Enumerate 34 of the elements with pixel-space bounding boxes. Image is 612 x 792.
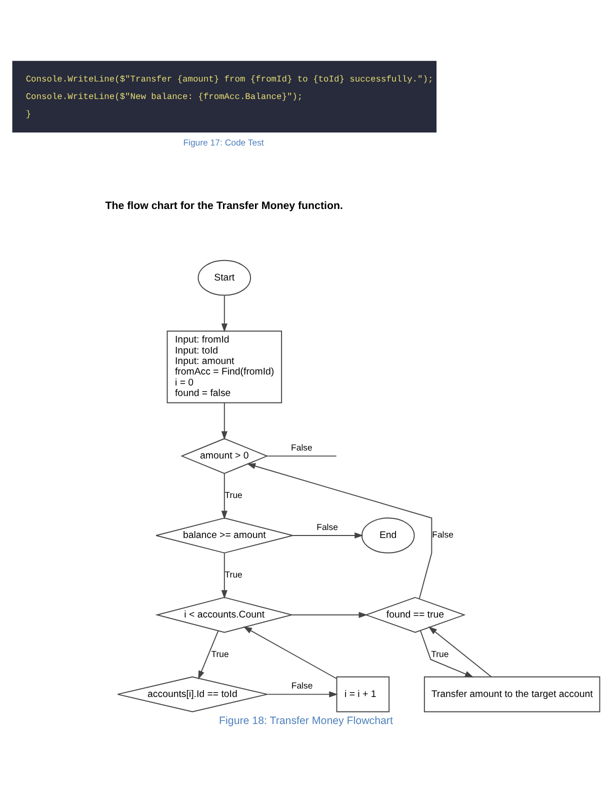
edge-label: False — [316, 522, 338, 532]
arrow — [420, 630, 474, 678]
node-diamond: accounts[i].Id == toId — [117, 676, 268, 712]
arrow — [243, 626, 338, 680]
edge-label: True — [224, 490, 242, 500]
arrow — [292, 532, 364, 539]
node-box: i = i + 1 — [336, 676, 390, 712]
node-box: Transfer amount to the target account — [424, 676, 600, 712]
arrow — [221, 552, 228, 599]
node-box: Console.WriteLine($"Transfer {amount} from {fromId} to {toId} successfully."); Console.WriteLine($"New balance: {fromAcc.Balance}"); } — [12, 60, 437, 133]
node-diamond: amount > 0 — [180, 438, 268, 474]
edge-label: True — [224, 569, 242, 580]
arrow — [246, 463, 432, 600]
node-diamond: found == true — [364, 596, 466, 633]
label: The flow chart for the Transfer Money function. — [105, 200, 343, 212]
connector — [266, 456, 337, 457]
edge-label: True — [211, 648, 229, 659]
arrow — [266, 691, 338, 698]
node-ellipse: End — [361, 518, 415, 554]
node-diamond: balance >= amount — [156, 518, 294, 554]
arrow — [428, 626, 492, 678]
edge-label: False — [291, 680, 313, 691]
arrow — [221, 295, 228, 332]
arrow — [291, 612, 368, 618]
edge-label: False — [432, 530, 454, 540]
edge-label: True — [431, 648, 449, 659]
node-label: Figure 17: Code Test — [183, 137, 264, 148]
arrow — [221, 402, 228, 440]
arrow — [198, 630, 219, 680]
node-ellipse: Start — [198, 260, 252, 296]
edge-label: False — [291, 442, 312, 452]
node-box: Input: fromId Input: toId Input: amount fromAcc = Find(fromId) i = 0 found = false — [166, 330, 282, 404]
caption: Figure 18: Transfer Money Flowchart — [219, 715, 393, 728]
arrow — [221, 473, 228, 520]
